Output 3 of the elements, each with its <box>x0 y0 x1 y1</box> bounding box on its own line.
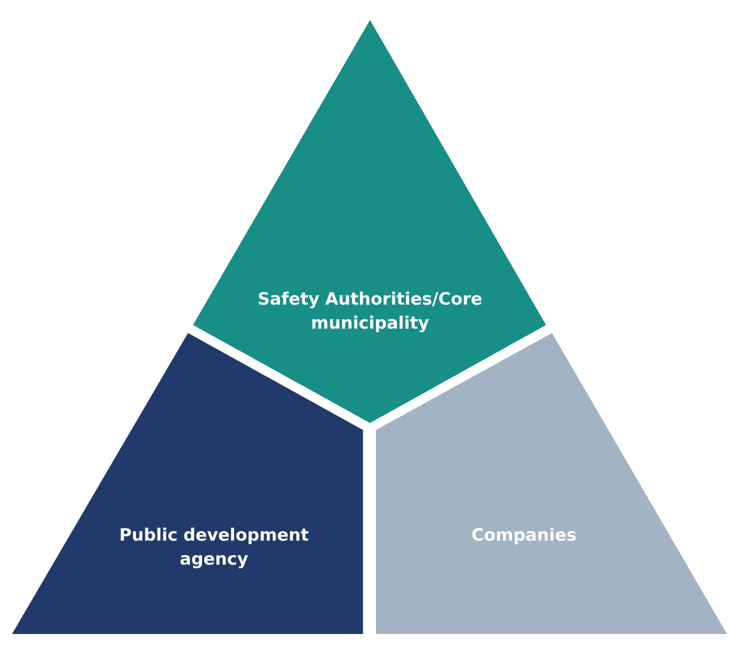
top-segment: Safety Authorities/Core municipality <box>193 20 546 423</box>
right-segment: Companies <box>376 332 727 634</box>
left-segment: Public development agency <box>12 332 363 634</box>
